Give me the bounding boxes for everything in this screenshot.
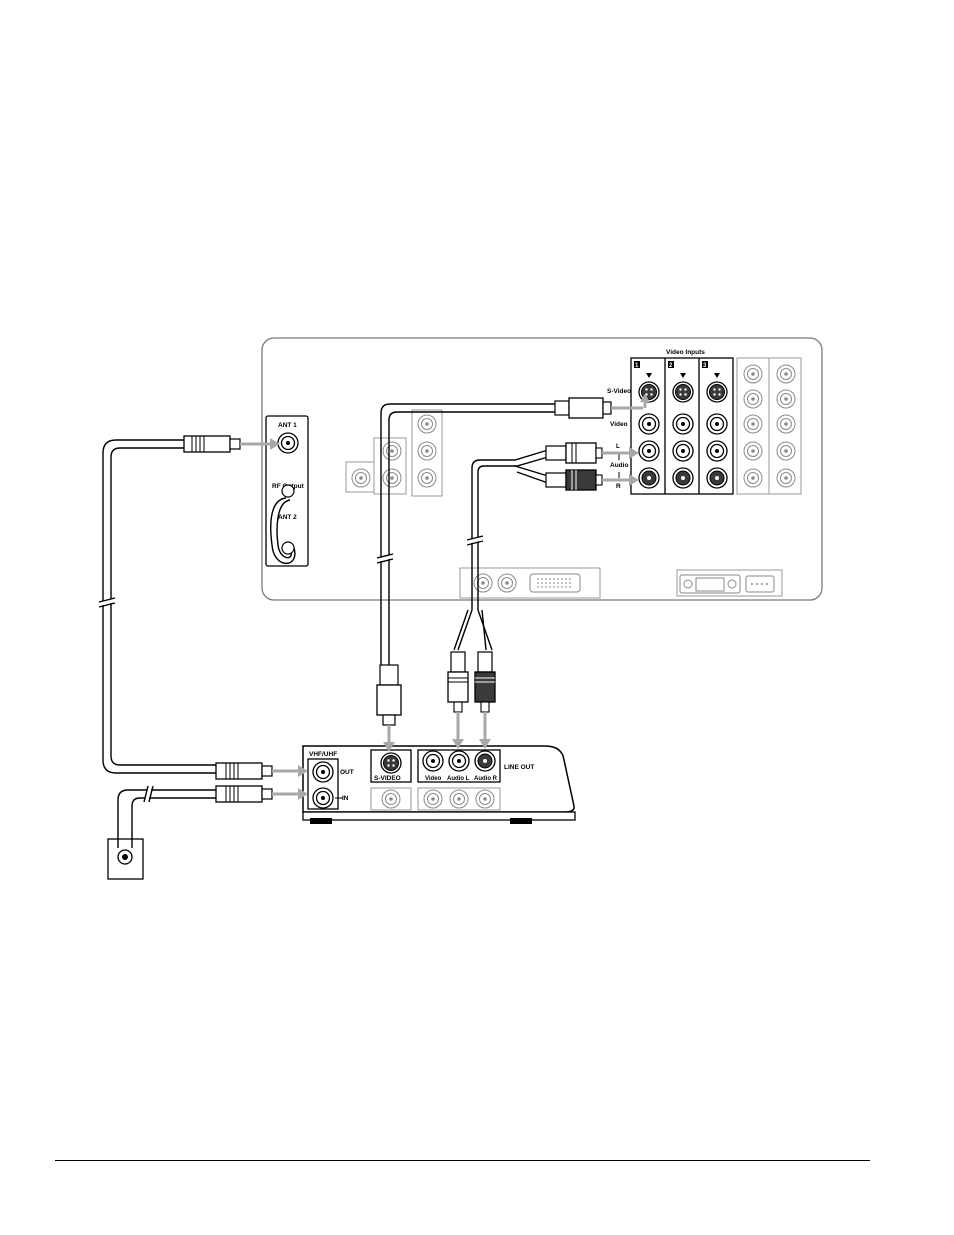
- input2-audio-l-jack[interactable]: [673, 441, 693, 461]
- audio-row-label: Audio: [610, 462, 628, 469]
- vcr-rf-out-jack[interactable]: [313, 762, 333, 782]
- svideo-row-label: S-Video: [607, 388, 631, 395]
- antenna-plug-tv-end: [184, 436, 240, 452]
- audio-plug-white-tv-end: [546, 443, 602, 463]
- vcr-audio-r-out-jack[interactable]: [475, 751, 495, 771]
- footer-rule: [55, 1160, 870, 1161]
- audio-plug-red-tv-end: [546, 470, 602, 490]
- svideo-plug-tv-end: [555, 398, 611, 418]
- audio-plug-red-vcr-end: [475, 652, 495, 712]
- vcr-in-label: IN: [342, 795, 349, 802]
- antenna-cable-wall-to-vcr: [118, 786, 216, 848]
- arrow-audio-l-vcr: [452, 712, 464, 749]
- ant2-jack[interactable]: [282, 542, 294, 554]
- vcr-out-label: OUT: [340, 769, 354, 776]
- vcr-svideo-out-jack[interactable]: [381, 753, 401, 773]
- audio-plug-white-vcr-end: [448, 652, 468, 712]
- input2-video-jack[interactable]: [673, 414, 693, 434]
- input3-svideo-jack[interactable]: [707, 382, 727, 402]
- rf-output-jack[interactable]: [282, 485, 294, 497]
- input3-video-jack[interactable]: [707, 414, 727, 434]
- right-jacks-section: [737, 358, 801, 494]
- antenna-plug-vcr-out-end: [216, 763, 272, 779]
- ant2-label: ANT 2: [278, 514, 297, 521]
- video-inputs-title: Video Inputs: [666, 349, 705, 356]
- input1-video-jack[interactable]: [639, 414, 659, 434]
- input2-audio-r-jack[interactable]: [673, 468, 693, 488]
- ant1-label: ANT 1: [278, 422, 297, 429]
- arrow-audio-r-vcr: [479, 712, 491, 749]
- video-row-label: Video: [610, 421, 628, 428]
- ant1-jack[interactable]: [278, 433, 298, 453]
- input1-audio-r-jack[interactable]: [639, 468, 659, 488]
- vcr-svideo-label: S-VIDEO: [374, 775, 401, 782]
- input3-audio-l-jack[interactable]: [707, 441, 727, 461]
- antenna-plug-vcr-in-end: [216, 786, 272, 802]
- vcr-line-out-label: LINE OUT: [504, 764, 534, 771]
- vcr-rf-in-jack[interactable]: [313, 788, 333, 808]
- input2-svideo-jack[interactable]: [673, 382, 693, 402]
- antenna-cable-tv-to-vcr: [99, 440, 216, 773]
- wall-antenna-outlet: [108, 839, 143, 879]
- svideo-plug-vcr-end: [377, 665, 401, 725]
- audio-l-row-label: L: [616, 443, 620, 450]
- vcr-device: VHF/UHF OUT IN S-VIDEO Video Audio L Aud…: [303, 746, 575, 824]
- audio-r-row-label: R: [616, 483, 621, 490]
- vcr-video-label: Video: [425, 776, 442, 782]
- vhf-uhf-label: VHF/UHF: [309, 751, 337, 758]
- antenna-section: ANT 1 RF Output ANT 2: [266, 416, 308, 566]
- input1-audio-l-jack[interactable]: [639, 441, 659, 461]
- vcr-audio-l-label: Audio L: [447, 776, 470, 782]
- input3-audio-r-jack[interactable]: [707, 468, 727, 488]
- vcr-audio-r-label: Audio R: [474, 776, 498, 782]
- vcr-audio-l-out-jack[interactable]: [449, 751, 469, 771]
- vcr-video-out-jack[interactable]: [423, 751, 443, 771]
